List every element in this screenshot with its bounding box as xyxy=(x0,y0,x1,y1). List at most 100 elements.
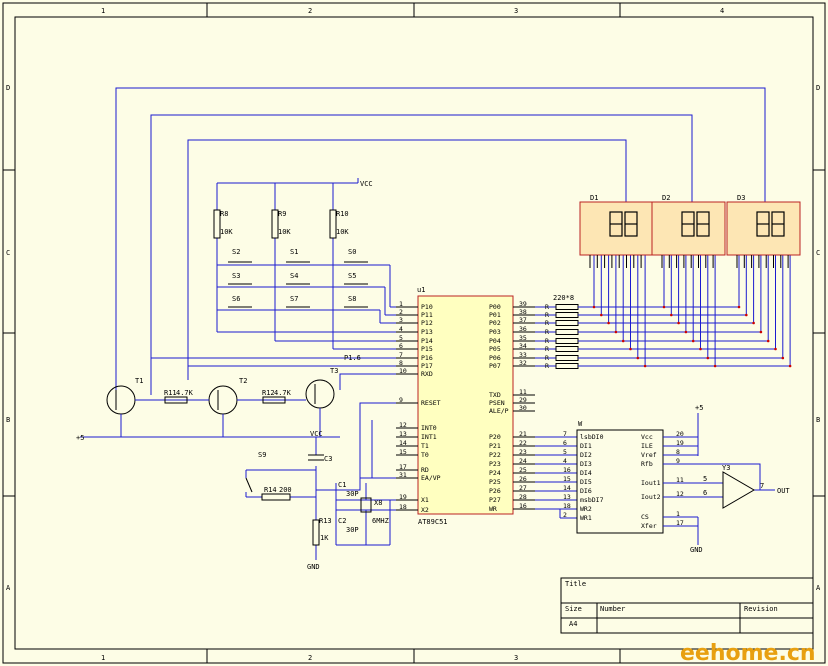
dac-right-pins: 20Vcc19ILE8Vref9Rfb11Iout112Iout21CS17Xf… xyxy=(641,430,684,530)
dac-pin-num: 11 xyxy=(676,476,684,484)
dac-pin-name: Iout2 xyxy=(641,493,661,501)
size-label: Size xyxy=(565,605,582,613)
mcu-pin-num: 17 xyxy=(399,463,407,471)
mcu-pin-name: P03 xyxy=(489,328,501,336)
display-body xyxy=(726,201,801,256)
dac-pin-name: Vcc xyxy=(641,433,653,441)
row-label-c-right: C xyxy=(816,249,820,257)
rpack-resistor-label: R xyxy=(545,328,549,336)
pull-up-resistors xyxy=(213,209,337,239)
digit-select-wires xyxy=(115,87,766,395)
mcu-pin-name: PSEN xyxy=(489,399,505,407)
r8-value: 10K xyxy=(220,228,233,236)
p16-net-label: P1.6 xyxy=(344,354,361,362)
c2-value: 30P xyxy=(346,526,359,534)
mcu-pin-num: 22 xyxy=(519,439,527,447)
r12-value: 4.7K xyxy=(274,389,292,397)
dac-pin-num: 1 xyxy=(676,510,680,518)
rpack-resistor xyxy=(555,320,579,326)
title-block xyxy=(560,577,814,634)
rpack-resistor xyxy=(555,355,579,361)
data-bus-p2-to-dac xyxy=(535,436,577,519)
switch-s3: S3 xyxy=(232,272,240,280)
opamp-out-pin: 7 xyxy=(760,482,764,490)
mcu-pin-num: 2 xyxy=(399,308,403,316)
vcc-right-label: +5 xyxy=(695,404,703,412)
mcu-pin-num: 6 xyxy=(399,342,403,350)
mcu-pin-num: 7 xyxy=(399,351,403,359)
mcu-pin-name: INT0 xyxy=(421,424,437,432)
mcu-pin-name: P10 xyxy=(421,303,433,311)
display-body xyxy=(651,201,726,256)
r9-value: 10K xyxy=(278,228,291,236)
dac-pin-num: 5 xyxy=(563,448,567,456)
mcu-pin-num: 33 xyxy=(519,351,527,359)
junction-dot xyxy=(600,313,603,317)
crystal-freq: 6MHZ xyxy=(372,517,389,525)
number-label: Number xyxy=(600,605,625,613)
dac-pin-name: DI5 xyxy=(580,478,592,486)
crystal-components xyxy=(360,497,372,513)
r8-label: R8 xyxy=(220,210,228,218)
opamp-pin-5: 5 xyxy=(703,475,707,483)
mcu-pin-name: P11 xyxy=(421,311,433,319)
junction-dot xyxy=(684,330,688,334)
r14-label: R14 xyxy=(264,486,277,494)
junction-dot xyxy=(691,339,695,343)
junction-dot xyxy=(662,305,666,309)
mcu-pin-name: P06 xyxy=(489,354,501,362)
col-label-2-bottom: 2 xyxy=(308,654,312,662)
mcu-pin-name: P23 xyxy=(489,460,501,468)
dac-power-wires xyxy=(663,413,775,545)
dac-pin-num: 20 xyxy=(676,430,684,438)
dac-pin-num: 12 xyxy=(676,490,684,498)
mcu-pin-num: 10 xyxy=(399,367,407,375)
junction-dot xyxy=(759,330,763,334)
mcu-pin-num: 12 xyxy=(399,421,407,429)
dac-pin-name: WR2 xyxy=(580,505,592,513)
col-label-2-top: 2 xyxy=(308,7,312,15)
r14-value: 200 xyxy=(279,486,292,494)
switch-s5: S5 xyxy=(348,272,356,280)
vcc-top-label: VCC xyxy=(360,180,373,188)
c3-label: C3 xyxy=(324,455,332,463)
s9-label: S9 xyxy=(258,451,266,459)
junction-dot xyxy=(774,347,777,351)
mcu-pin-name: P07 xyxy=(489,362,501,370)
c1-value: 30P xyxy=(346,490,359,498)
switch-s7: S7 xyxy=(290,295,298,303)
r11-value: 4.7K xyxy=(176,389,194,397)
mcu-pin-num: 34 xyxy=(519,342,527,350)
mcu-pin-num: 5 xyxy=(399,334,403,342)
transistor-wires xyxy=(80,399,340,438)
junction-dot xyxy=(737,305,741,309)
mcu-pin-num: 27 xyxy=(519,484,527,492)
mcu-pin-name: P12 xyxy=(421,319,433,327)
dac-pin-name: CS xyxy=(641,513,649,521)
keypad-switches xyxy=(228,261,368,308)
col-label-4-top: 4 xyxy=(720,7,724,15)
mcu-pin-name: P20 xyxy=(489,433,501,441)
dac-pin-name: DI1 xyxy=(580,442,592,450)
opamp-output-label: OUT xyxy=(777,487,790,495)
dac-pin-name: DI4 xyxy=(580,469,592,477)
switch-s0: S0 xyxy=(348,248,356,256)
mcu-pin-name: P24 xyxy=(489,469,501,477)
c2-label: C2 xyxy=(338,517,346,525)
opamp-pin-6: 6 xyxy=(703,489,707,497)
dac-pin-num: 19 xyxy=(676,439,684,447)
row-label-b-right: B xyxy=(816,416,820,424)
mcu-pin-name: P22 xyxy=(489,451,501,459)
dac-pin-num: 15 xyxy=(563,475,571,483)
dac-pin-num: 17 xyxy=(676,519,684,527)
mcu-pin-num: 1 xyxy=(399,300,403,308)
crystal-label: X8 xyxy=(374,499,382,507)
junction-dot xyxy=(592,305,596,309)
mcu-pin-name: P27 xyxy=(489,496,501,504)
transistor-t3: T3 xyxy=(330,367,338,375)
mcu-pin-num: 26 xyxy=(519,475,527,483)
dac-pin-name: WR1 xyxy=(580,514,592,522)
dac-pin-num: 8 xyxy=(676,448,680,456)
mcu-pin-num: 14 xyxy=(399,439,407,447)
mcu-pin-num: 23 xyxy=(519,448,527,456)
